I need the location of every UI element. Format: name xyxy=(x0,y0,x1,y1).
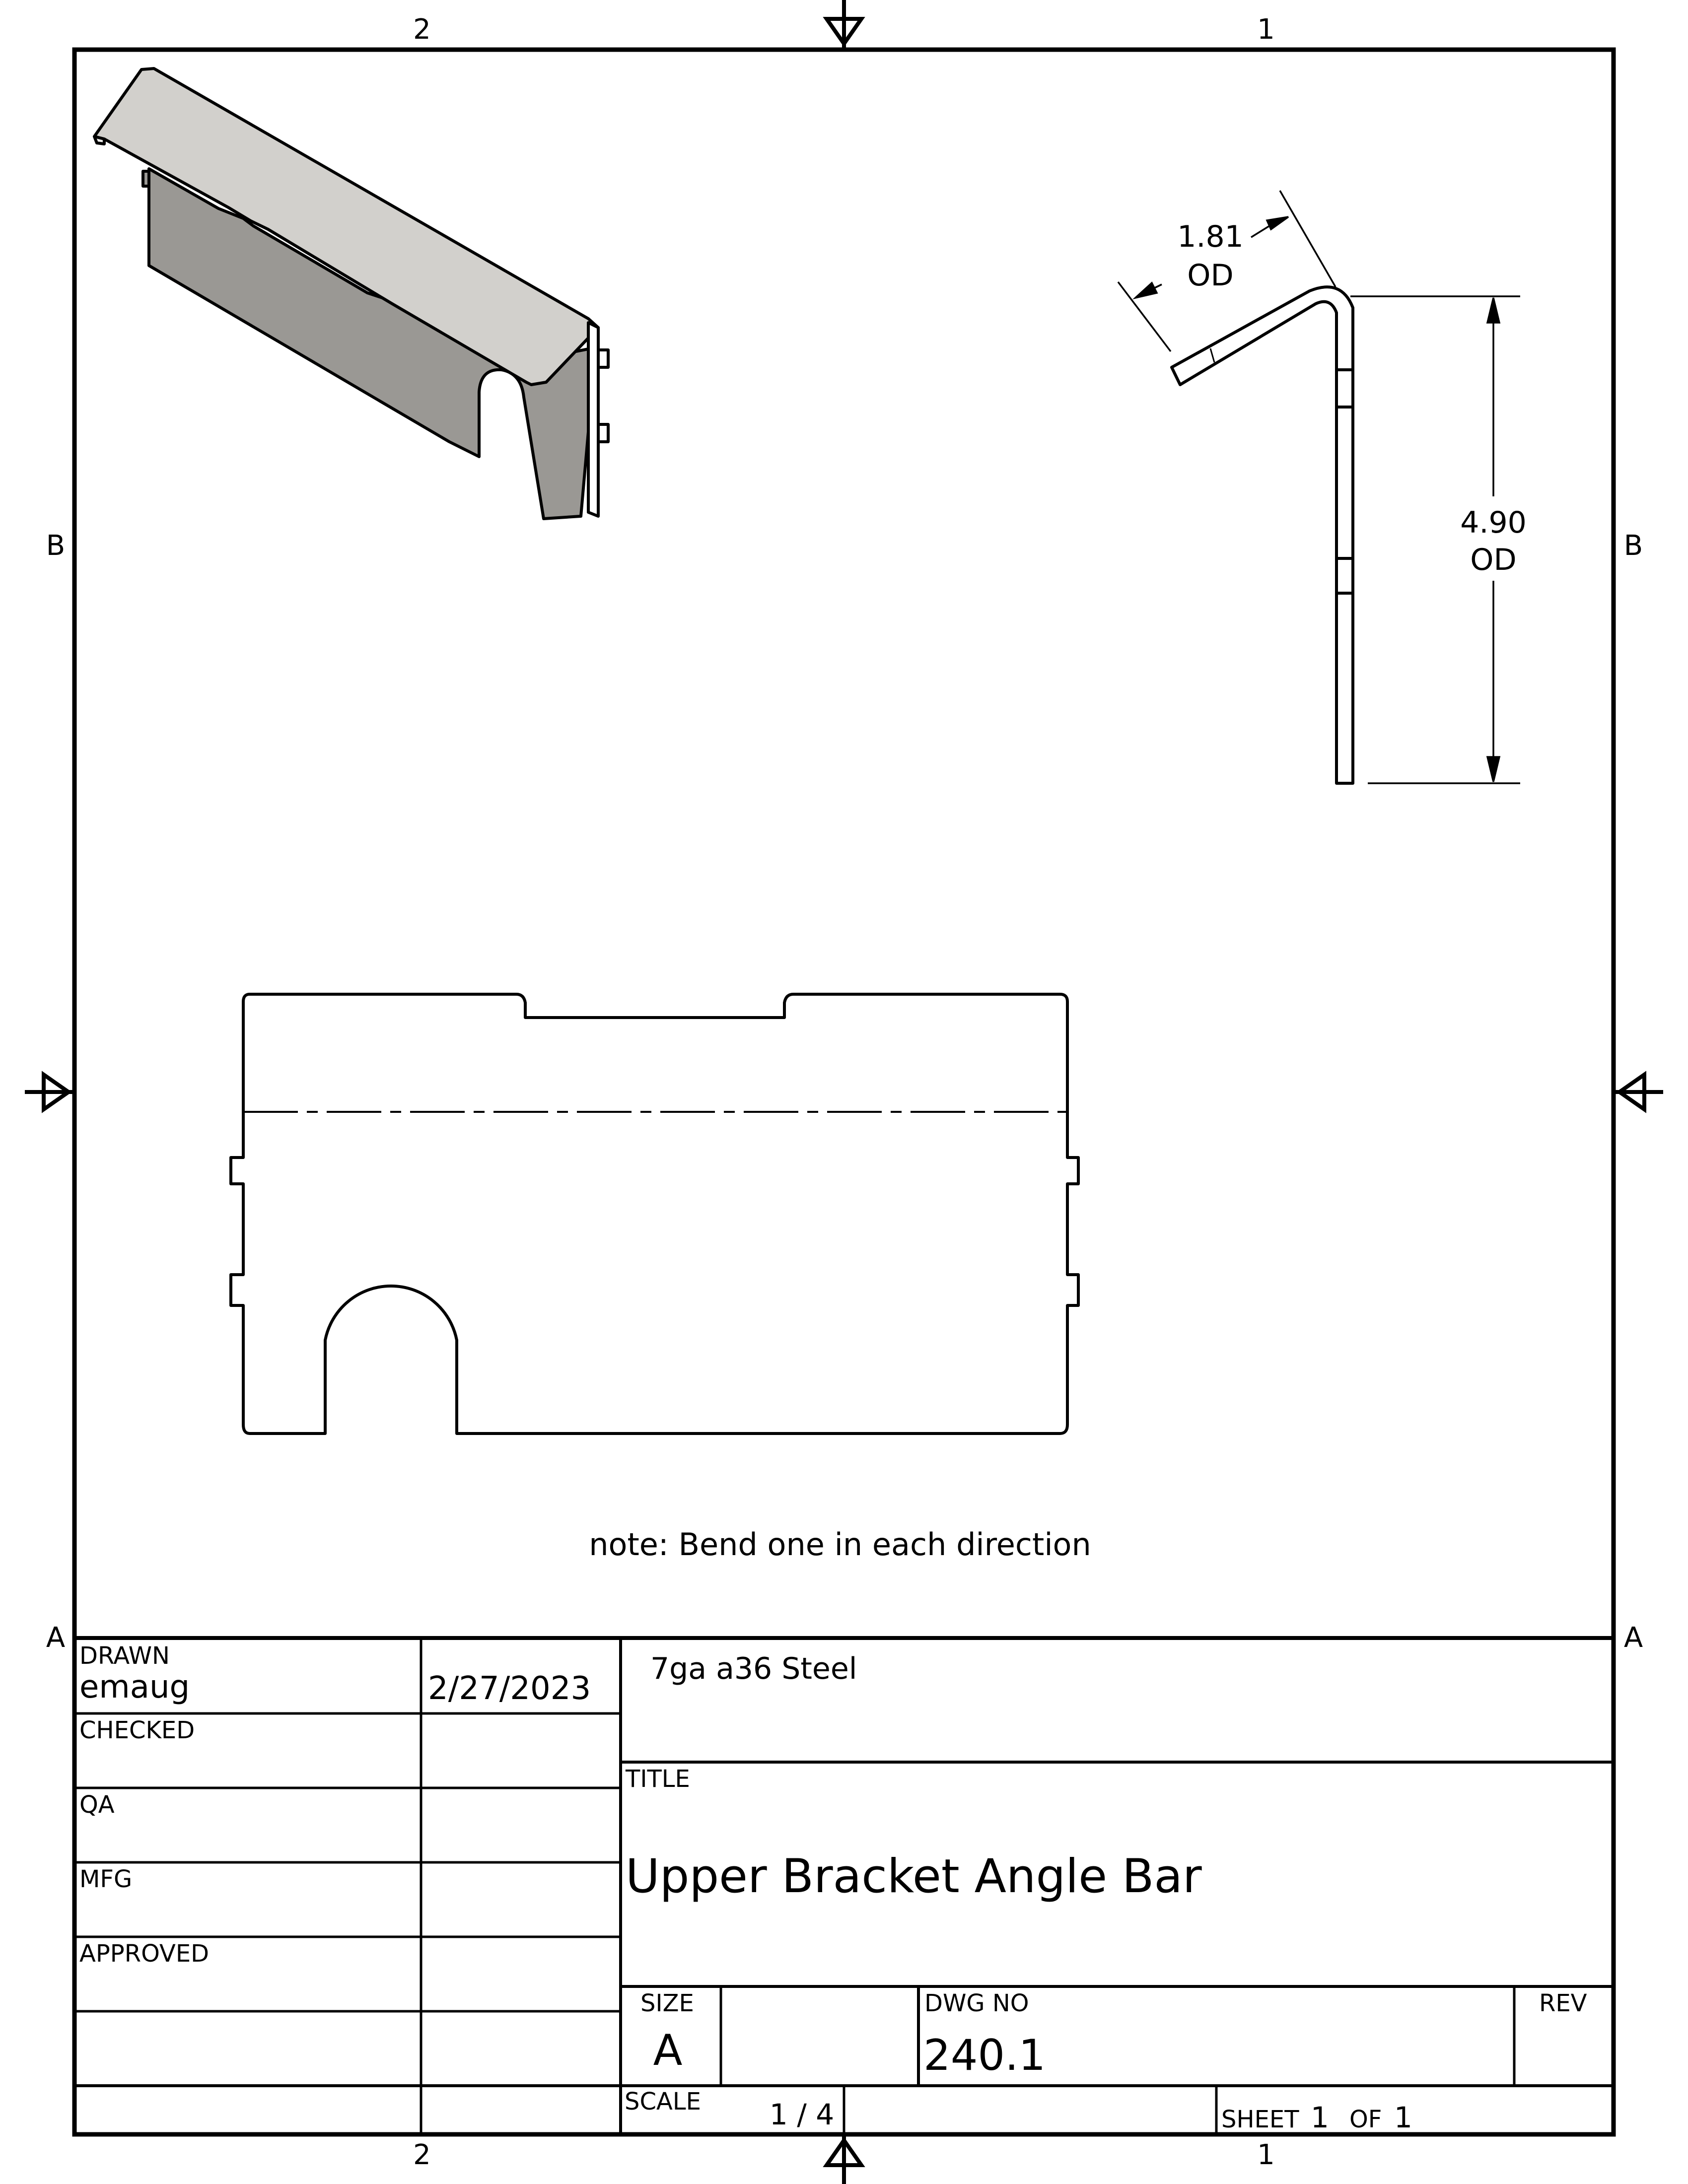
iso-end-face xyxy=(587,321,600,518)
iso-tab-lower xyxy=(597,423,610,443)
zone-row-right-b: B xyxy=(1624,530,1643,562)
dimension-long xyxy=(1350,295,1520,784)
drawn-label: DRAWN xyxy=(79,1642,170,1670)
qa-label: QA xyxy=(79,1791,115,1819)
zone-col-top-right: 1 xyxy=(1257,13,1275,46)
sheet-label: SHEET xyxy=(1221,2106,1299,2133)
zone-row-left-a: A xyxy=(46,1622,65,1654)
dim-long-arrow-bottom xyxy=(1486,756,1501,782)
zone-col-bottom-left: 2 xyxy=(413,2139,431,2171)
flat-pattern-view xyxy=(229,993,1080,1435)
iso-tab-front xyxy=(141,170,150,188)
checked-label: CHECKED xyxy=(79,1716,195,1744)
sheet-number: 1 xyxy=(1311,2101,1329,2134)
dim-short-ext-1 xyxy=(1117,281,1172,352)
dim-short-value: 1.81 xyxy=(1177,219,1244,254)
dim-long-arrow-top xyxy=(1486,297,1501,324)
size-value: A xyxy=(653,2026,683,2075)
bend-line-mark xyxy=(1209,348,1215,363)
sheet-total: 1 xyxy=(1394,2101,1412,2134)
center-mark-bottom xyxy=(823,2134,865,2184)
mfg-label: MFG xyxy=(79,1865,132,1893)
zone-col-bottom-right: 1 xyxy=(1257,2139,1275,2171)
dim-short-unit: OD xyxy=(1187,258,1233,293)
drawing-border xyxy=(72,47,1616,2137)
material-text: 7ga a36 Steel xyxy=(650,1651,857,1686)
scale-label: SCALE xyxy=(625,2088,701,2116)
dim-short-ext-2 xyxy=(1279,190,1336,287)
title-label: TITLE xyxy=(625,1765,690,1793)
bent-profile xyxy=(1170,285,1354,785)
zone-row-left-b: B xyxy=(46,530,65,562)
center-mark-top xyxy=(823,0,865,50)
zone-row-right-a: A xyxy=(1624,1622,1643,1654)
size-label: SIZE xyxy=(640,1989,694,2017)
side-view xyxy=(1170,285,1354,785)
center-mark-left xyxy=(25,1071,74,1113)
iso-top-flange xyxy=(93,67,600,386)
scale-value: 1 / 4 xyxy=(770,2098,834,2131)
approved-label: APPROVED xyxy=(79,1940,209,1968)
rev-label: REV xyxy=(1539,1989,1587,2017)
isometric-view xyxy=(93,67,610,520)
dim-short-arrow-2 xyxy=(1266,216,1289,231)
of-label: OF xyxy=(1349,2106,1382,2133)
title-block xyxy=(74,1636,1614,2134)
flat-pattern-outline xyxy=(229,993,1080,1435)
dimension-short xyxy=(1117,190,1336,352)
dim-long-unit: OD xyxy=(1470,543,1516,577)
iso-top-edge xyxy=(93,135,106,145)
dim-short-arrow-1 xyxy=(1132,281,1158,300)
iso-tab-upper xyxy=(597,348,610,369)
drawn-by: emaug xyxy=(79,1669,190,1706)
dwg-no-label: DWG NO xyxy=(924,1989,1029,2017)
zone-col-top-left: 2 xyxy=(413,13,431,46)
dim-long-value: 4.90 xyxy=(1460,505,1527,540)
bend-note: note: Bend one in each direction xyxy=(589,1526,1091,1563)
drawing-title: Upper Bracket Angle Bar xyxy=(626,1849,1202,1904)
center-mark-right xyxy=(1614,1071,1663,1113)
dwg-no-value: 240.1 xyxy=(923,2031,1046,2080)
drawn-date: 2/27/2023 xyxy=(428,1670,591,1707)
